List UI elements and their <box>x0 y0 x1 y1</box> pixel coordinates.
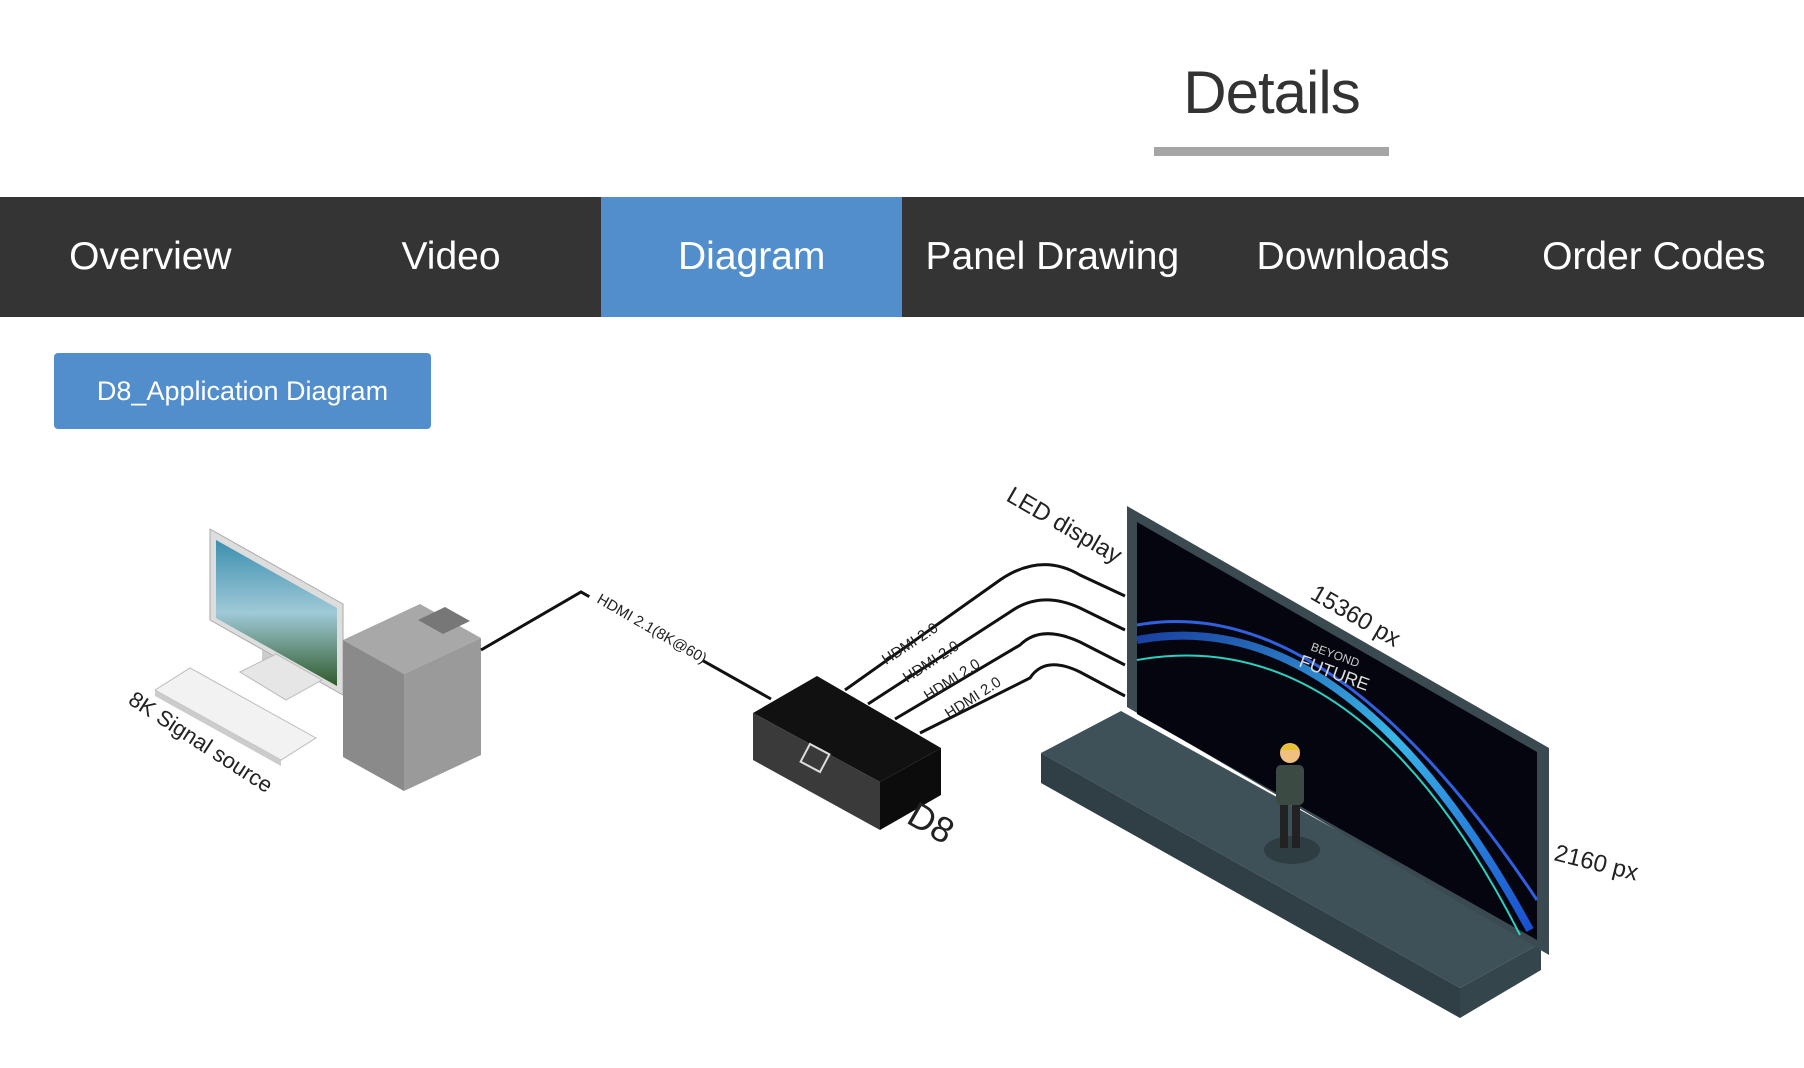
page-title: Details <box>1183 59 1360 126</box>
monitor-illustration <box>209 528 344 701</box>
diagram-select-button[interactable]: D8_Application Diagram <box>54 353 431 429</box>
height-label: 2160 px <box>1552 840 1641 887</box>
tab-panel-drawing[interactable]: Panel Drawing <box>925 235 1180 278</box>
title-underline <box>1154 147 1389 156</box>
led-display-illustration: BEYOND FUTURE <box>1127 506 1549 955</box>
hdmi-input-cable <box>480 590 772 701</box>
tab-order-codes[interactable]: Order Codes <box>1542 235 1766 278</box>
tab-bar: Overview Video Diagram Panel Drawing Dow… <box>0 197 1804 317</box>
tab-overview[interactable]: Overview <box>69 235 232 278</box>
tab-downloads[interactable]: Downloads <box>1256 235 1450 278</box>
keyboard-illustration <box>154 667 317 766</box>
display-label: LED display <box>1002 482 1126 569</box>
pc-tower-illustration <box>343 604 481 791</box>
d8-device-illustration <box>753 676 941 830</box>
tab-diagram[interactable]: Diagram <box>601 197 903 317</box>
presenter-illustration <box>1264 743 1320 864</box>
input-cable-label: HDMI 2.1(8K@60) <box>594 591 710 668</box>
tab-video[interactable]: Video <box>401 235 501 278</box>
hdmi-output-cables <box>844 563 1126 735</box>
